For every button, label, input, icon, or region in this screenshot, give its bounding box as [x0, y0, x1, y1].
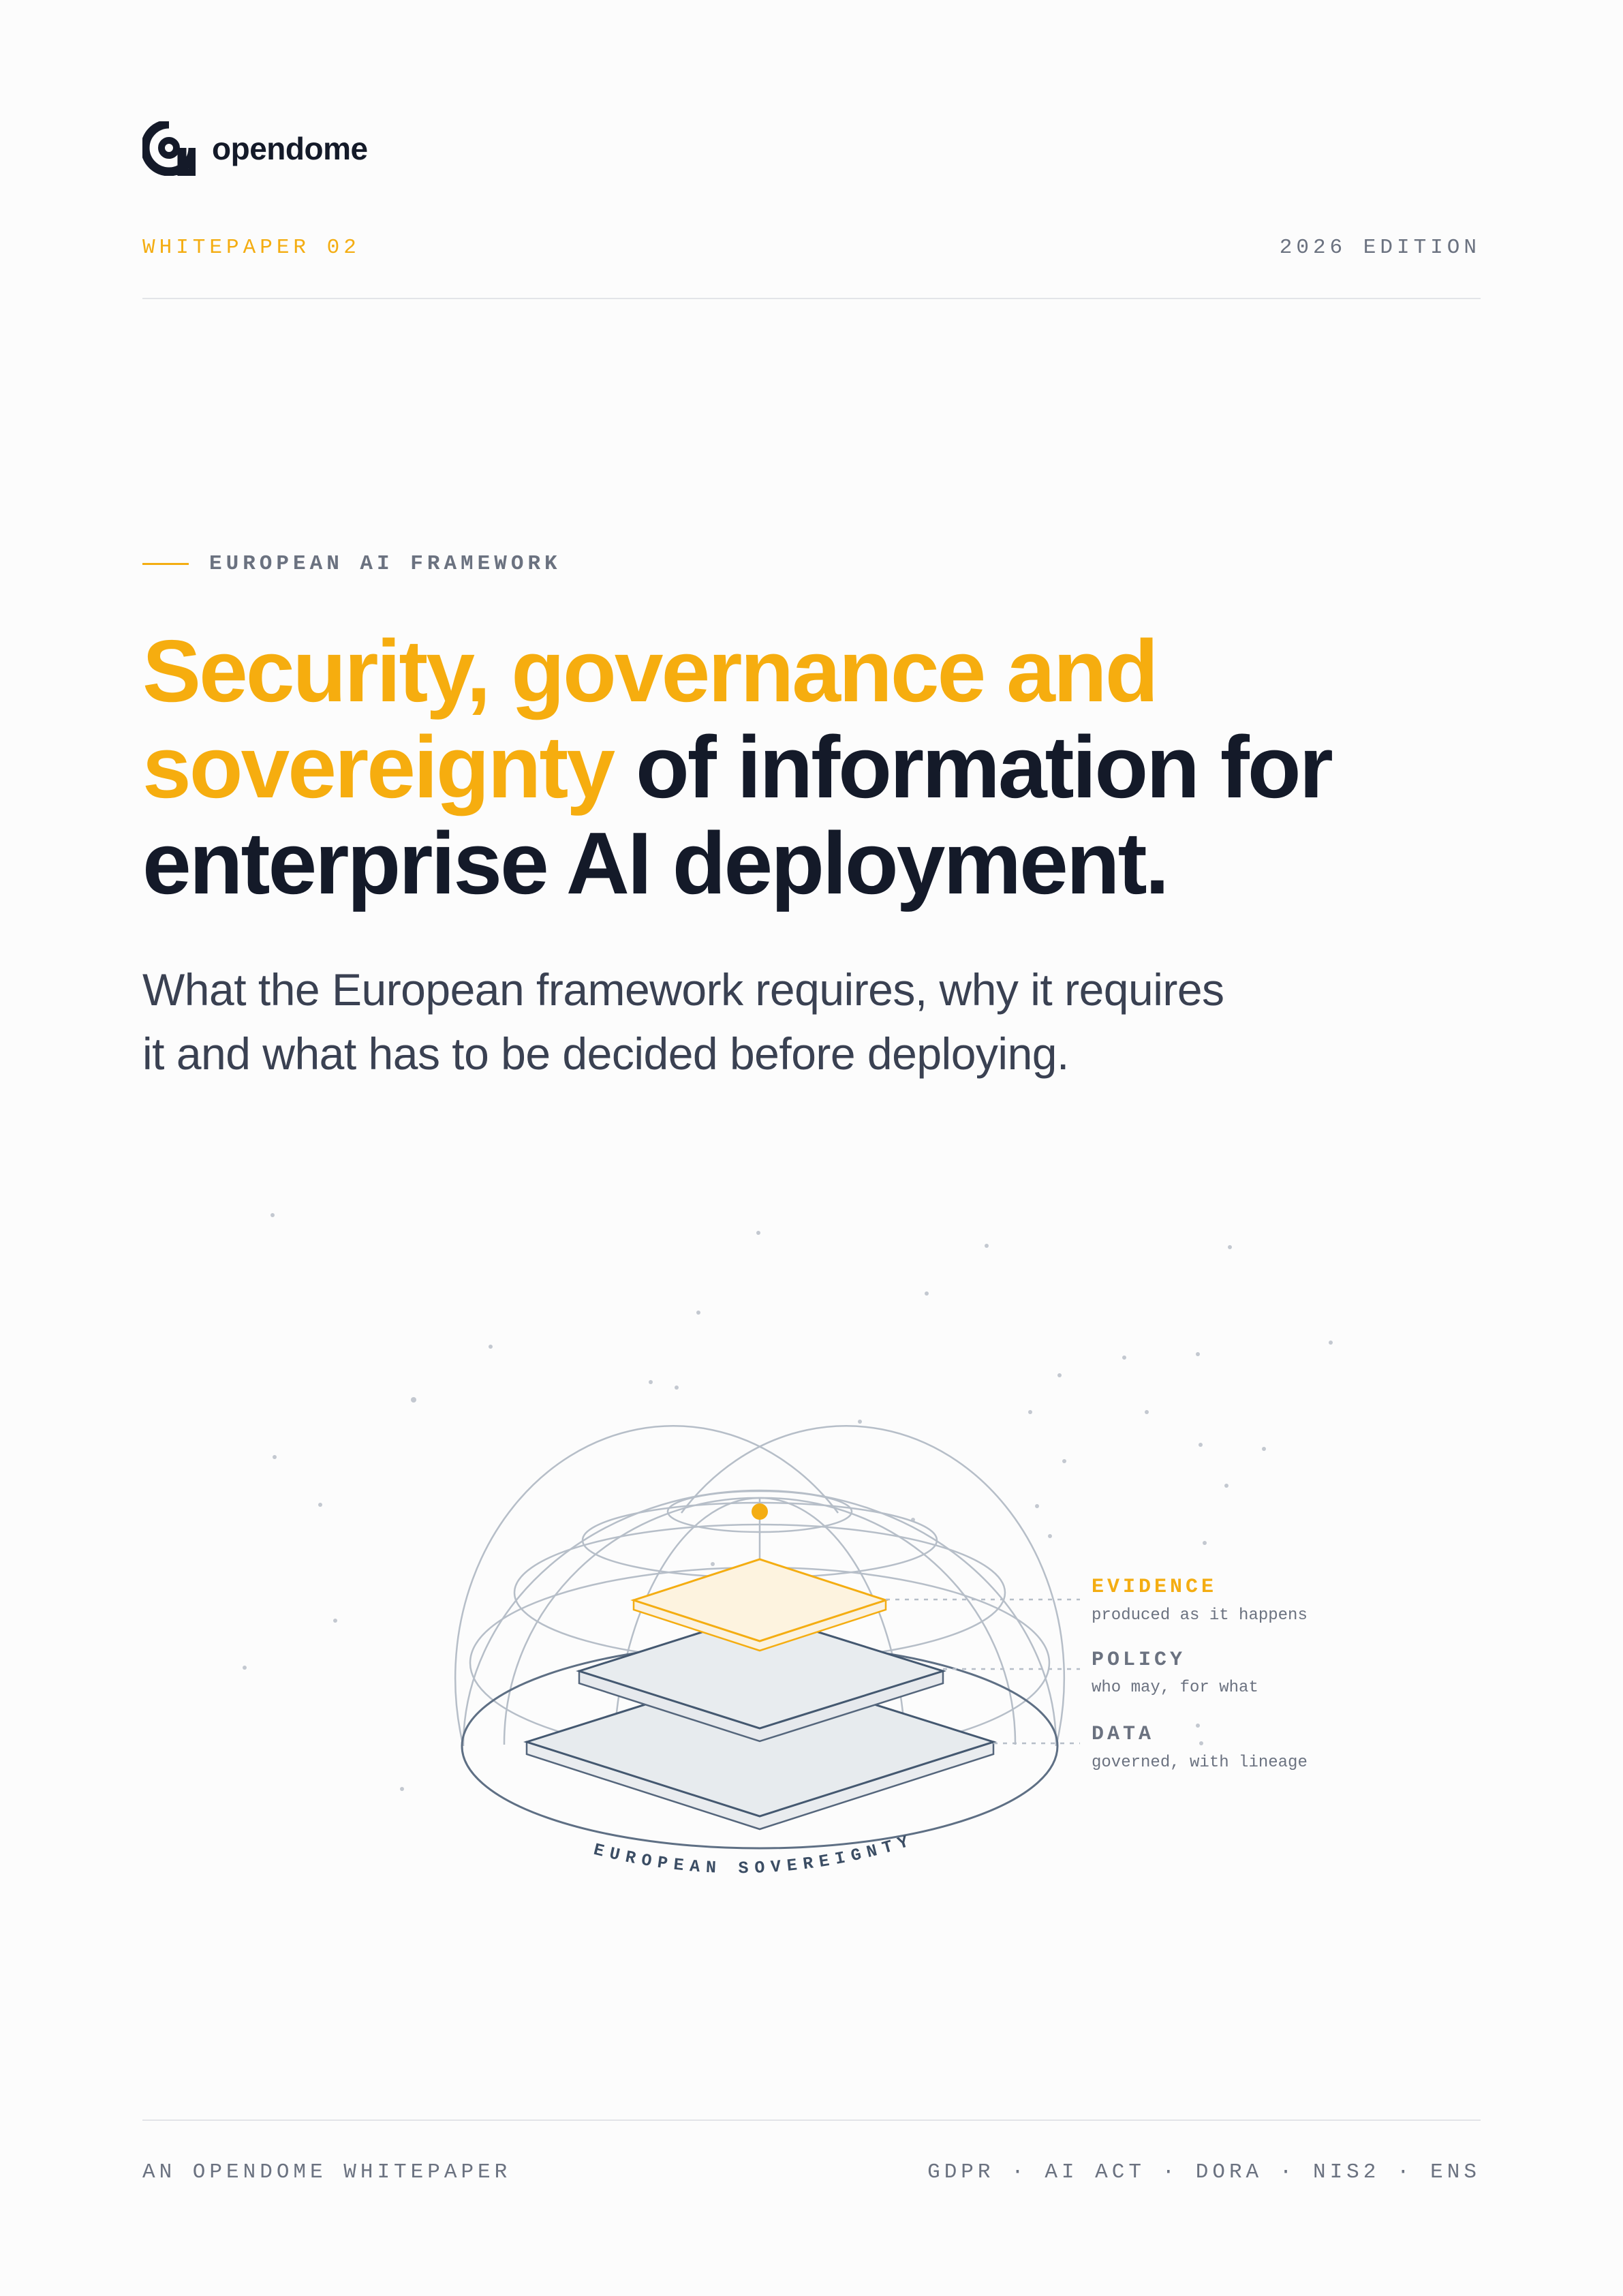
layer-leader-lines [886, 1598, 1080, 1745]
eyebrow-text: EUROPEAN AI FRAMEWORK [209, 552, 561, 576]
layer-label-data: DATA [1092, 1723, 1154, 1746]
series-label: WHITEPAPER 02 [142, 236, 360, 260]
brand-name: opendome [212, 131, 368, 166]
base-sovereignty-label: EUROPEAN SOVEREIGNTY [591, 1831, 917, 1879]
eyebrow: EUROPEAN AI FRAMEWORK [142, 552, 561, 576]
layer-caption-data: governed, with lineage [1092, 1754, 1308, 1772]
subtitle-line-2: it and what has to be decided before dep… [142, 1028, 1069, 1079]
layer-caption-evidence: produced as it happens [1092, 1606, 1308, 1625]
eyebrow-accent-line [142, 563, 189, 565]
background-stars [243, 1213, 1333, 1791]
footer-publisher: AN OPENDOME WHITEPAPER [142, 2160, 512, 2184]
layer-label-policy: POLICY [1092, 1649, 1186, 1672]
footer: AN OPENDOME WHITEPAPER GDPR · AI ACT · D… [142, 2160, 1481, 2184]
title-rest-2: of information for [613, 718, 1333, 816]
layer-caption-policy: who may, for what [1092, 1679, 1258, 1697]
dome-illustration: EVIDENCE produced as it happens POLICY w… [243, 1213, 1333, 1879]
edition-label: 2026 EDITION [1279, 236, 1481, 260]
base-sovereignty-text: EUROPEAN SOVEREIGNTY [591, 1831, 911, 1879]
subtitle-line-1: What the European framework requires, wh… [142, 964, 1224, 1015]
opendome-logo-icon [142, 121, 196, 176]
evidence-layer-plane [630, 1558, 889, 1652]
footer-divider [142, 2119, 1481, 2121]
page-title: Security, governance and sovereignty of … [142, 624, 1471, 912]
brand-logo[interactable]: opendome [142, 121, 368, 176]
layer-label-evidence: EVIDENCE [1092, 1576, 1217, 1599]
title-highlight-2: sovereignty [142, 718, 615, 816]
policy-layer-plane [576, 1612, 947, 1743]
sovereignty-dome-diagram: EVIDENCE produced as it happens POLICY w… [0, 1186, 1623, 1935]
header-divider [142, 298, 1481, 299]
header-kicker: WHITEPAPER 02 2026 EDITION [142, 236, 1481, 260]
layer-labels: EVIDENCE produced as it happens POLICY w… [1092, 1576, 1308, 1772]
page-subtitle: What the European framework requires, wh… [142, 958, 1437, 1086]
title-line-3: enterprise AI deployment. [142, 814, 1169, 913]
title-highlight-1: Security, governance and [142, 622, 1158, 720]
dome-apex-marker [752, 1503, 768, 1520]
footer-regulations: GDPR · AI ACT · DORA · NIS2 · ENS [927, 2160, 1481, 2184]
